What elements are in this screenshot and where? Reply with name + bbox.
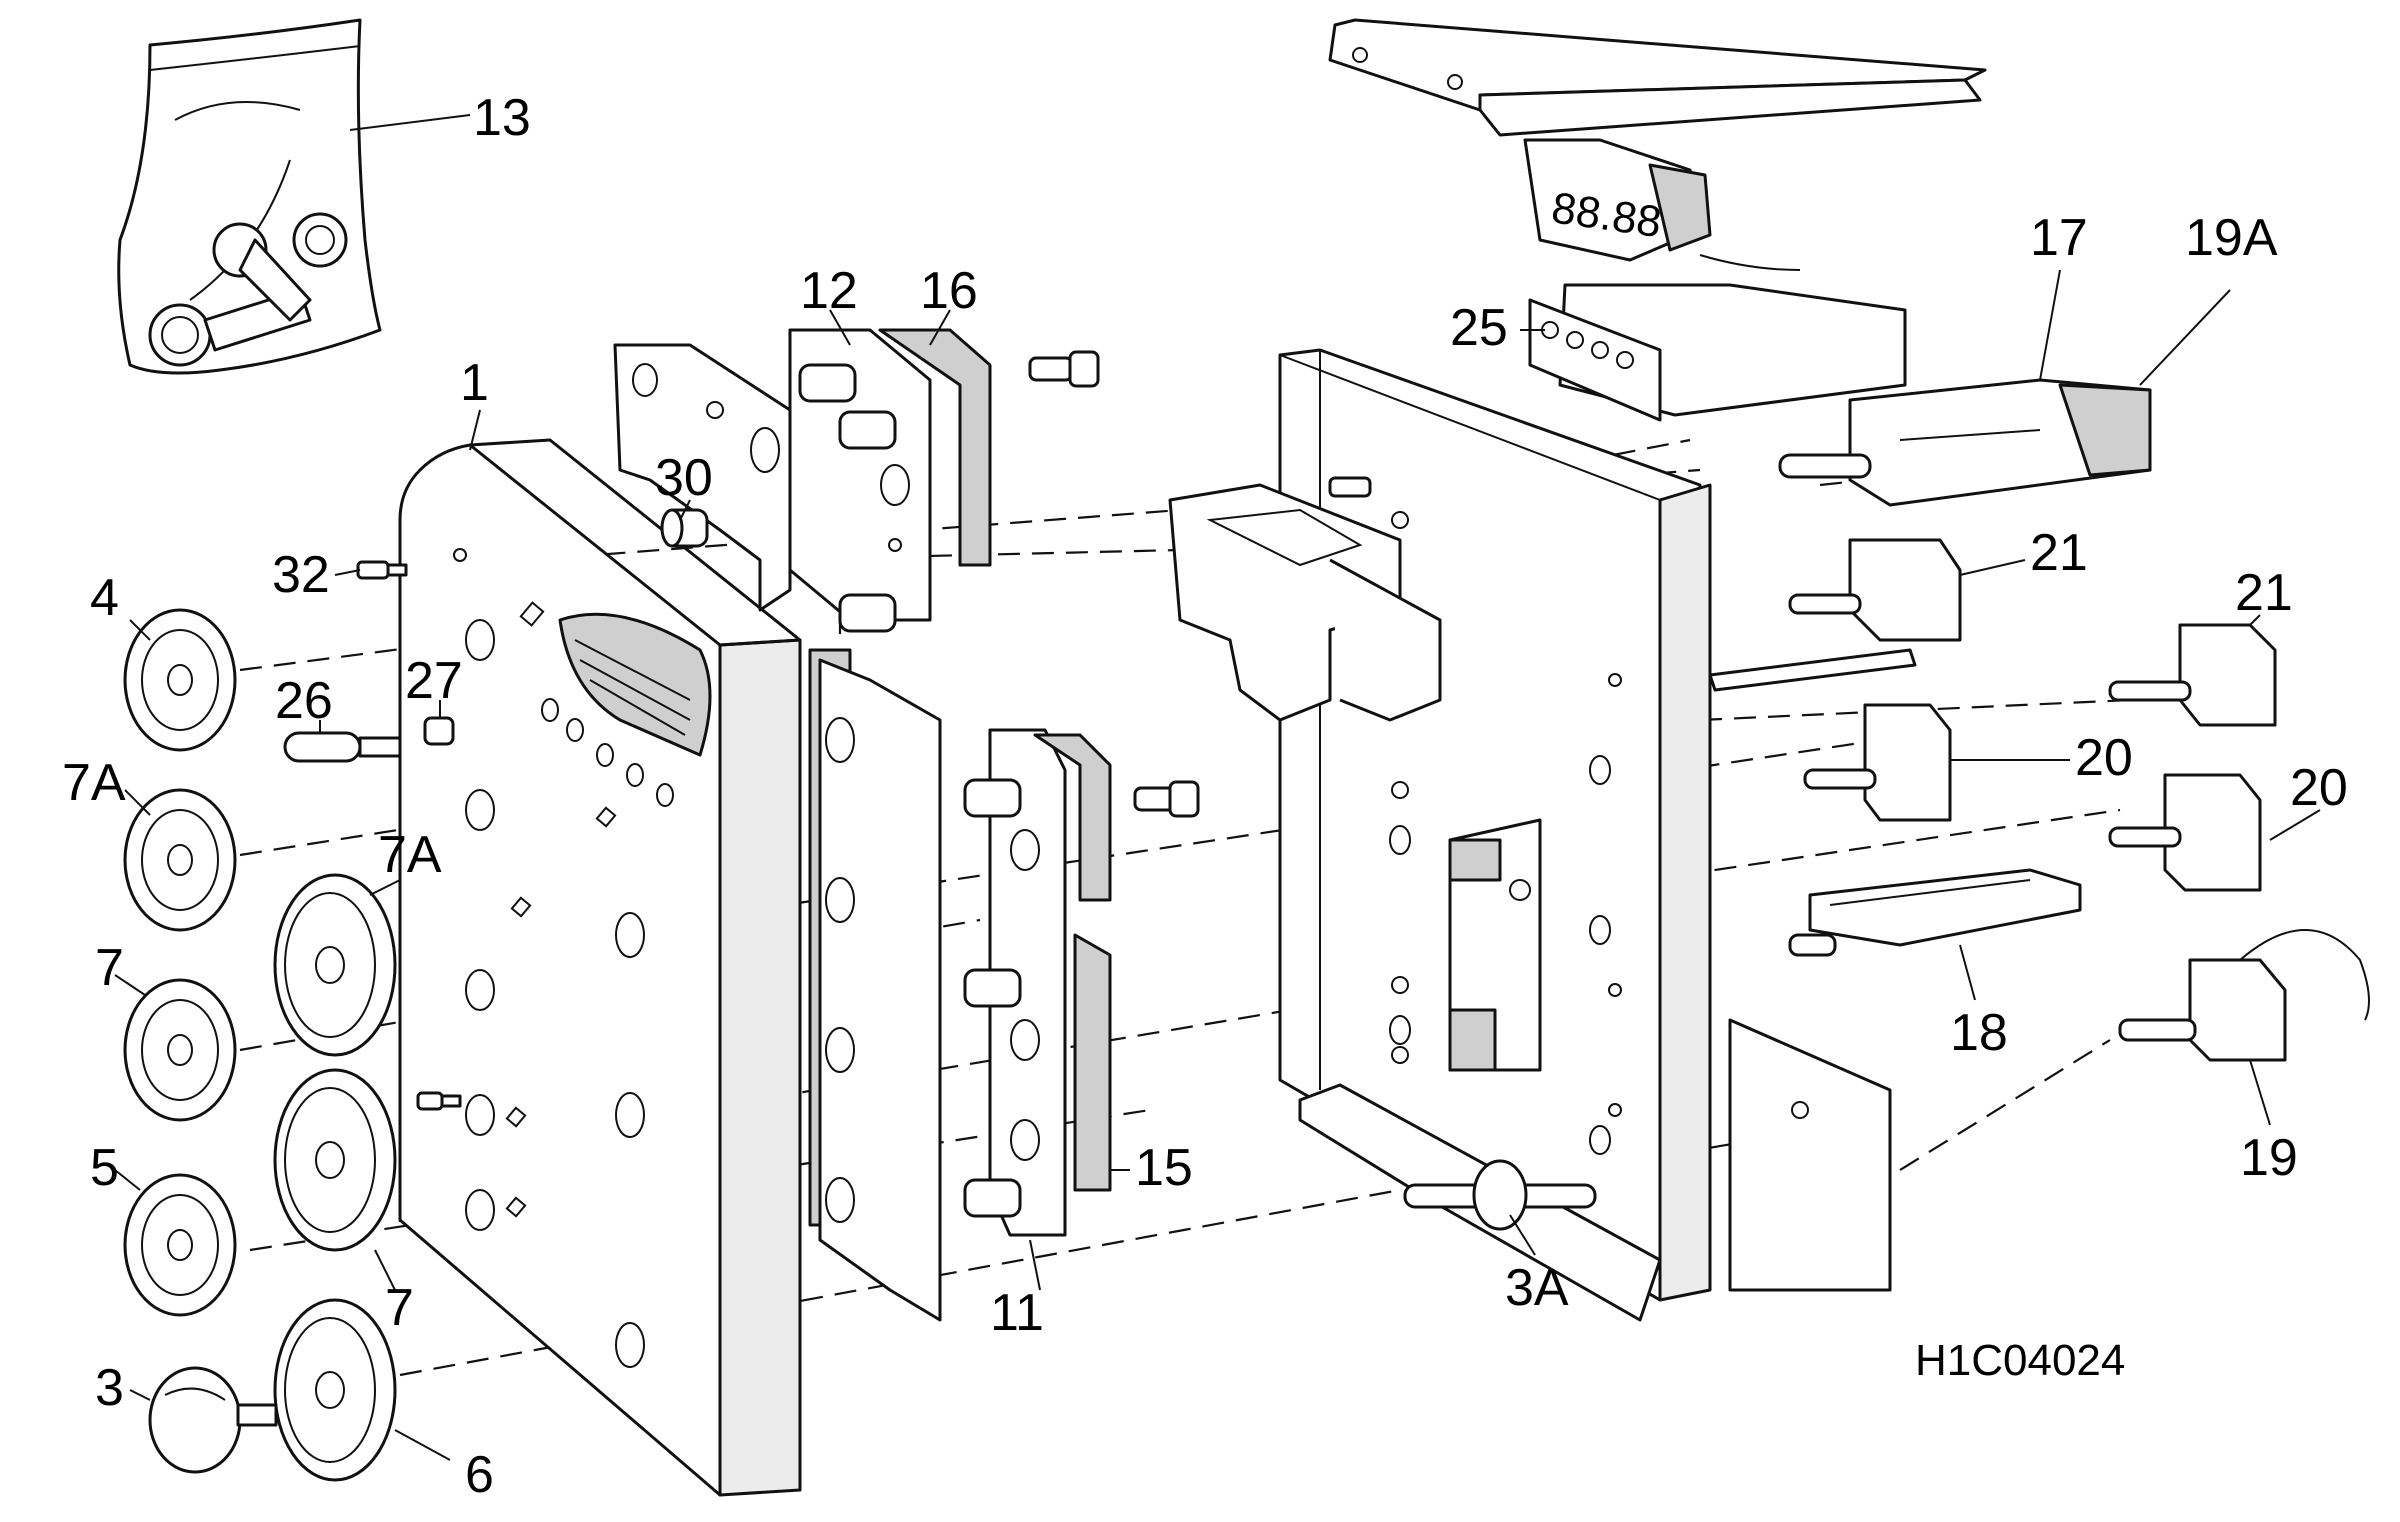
callout-1: 1 — [460, 354, 489, 412]
callout-7-right: 7 — [385, 1279, 414, 1337]
switch-block-18 — [1788, 868, 2082, 957]
knob-4 — [123, 608, 237, 752]
inner-bracket — [1448, 818, 1542, 1072]
screw-display — [1328, 476, 1372, 498]
switch-21-upper — [1788, 538, 1962, 642]
front-control-panel — [398, 438, 802, 1497]
knob-7-left — [123, 978, 237, 1122]
knob-3 — [148, 1366, 278, 1474]
callout-18: 18 — [1950, 1004, 2008, 1062]
callout-13: 13 — [473, 89, 531, 147]
bush-30 — [660, 508, 709, 548]
callout-19: 19 — [2240, 1129, 2298, 1187]
shaft-3A — [1403, 1159, 1597, 1231]
callout-7A-left: 7A — [62, 754, 126, 812]
cover-plate-16 — [878, 328, 992, 567]
callout-15: 15 — [1135, 1139, 1193, 1197]
ribbon-strip — [1708, 648, 1917, 692]
callout-21-upper: 21 — [2030, 524, 2088, 582]
mounting-bracket — [613, 343, 792, 612]
callout-16: 16 — [920, 262, 978, 320]
pin-26 — [283, 731, 402, 763]
pushbuttons-upper — [798, 363, 897, 633]
callout-30: 30 — [655, 449, 713, 507]
callout-12: 12 — [800, 262, 858, 320]
callout-4: 4 — [90, 569, 119, 627]
callout-25: 25 — [1450, 299, 1508, 357]
knob-7A-left — [123, 788, 237, 932]
circuit-board-25 — [1528, 254, 1907, 422]
screw-small — [416, 1091, 462, 1111]
switch-20-upper — [1803, 703, 1952, 822]
pushbuttons-lower — [963, 778, 1022, 1218]
leader-lines — [114, 114, 2321, 1461]
display-housing — [1168, 483, 1442, 722]
side-plate — [1728, 1018, 1892, 1292]
callout-20-upper: 20 — [2075, 729, 2133, 787]
callout-labels: 13 12 16 1 30 32 4 26 27 7A 7A 7 7 5 3 6… — [62, 89, 2348, 1504]
knob-7-right — [273, 1068, 397, 1252]
callout-21-lower: 21 — [2235, 564, 2293, 622]
callout-7A-right: 7A — [378, 826, 442, 884]
spare-parts-bag — [117, 18, 382, 375]
knob-7A-right — [273, 873, 397, 1057]
callout-17: 17 — [2030, 209, 2088, 267]
callout-26: 26 — [275, 672, 333, 730]
drawing-reference: H1C04024 — [1915, 1336, 2125, 1385]
digital-display: 88.88 — [1523, 138, 1712, 262]
switch-strip-frame — [808, 648, 942, 1322]
callout-32: 32 — [272, 546, 330, 604]
selector-switch-17 — [1778, 378, 2152, 507]
callout-6: 6 — [465, 1446, 494, 1504]
callout-20-lower: 20 — [2290, 759, 2348, 817]
knob-6 — [273, 1298, 397, 1482]
callout-11: 11 — [990, 1284, 1044, 1342]
screw-16 — [1028, 350, 1100, 388]
callout-3: 3 — [95, 1359, 124, 1417]
thermostat-19 — [2118, 929, 2370, 1062]
screw-32 — [356, 560, 408, 580]
switch-20-lower — [2108, 773, 2262, 892]
knob-5 — [123, 1173, 237, 1317]
callout-3A: 3A — [1505, 1259, 1569, 1317]
top-cover — [1328, 18, 1987, 137]
callout-27: 27 — [405, 652, 463, 710]
callout-7-left: 7 — [95, 939, 124, 997]
switch-21-lower — [2108, 623, 2277, 727]
bush-27 — [423, 716, 455, 746]
callout-5: 5 — [90, 1139, 119, 1197]
cover-plate-15 — [1033, 733, 1112, 1192]
screw-15 — [1133, 780, 1200, 818]
callout-19A: 19A — [2185, 209, 2278, 267]
